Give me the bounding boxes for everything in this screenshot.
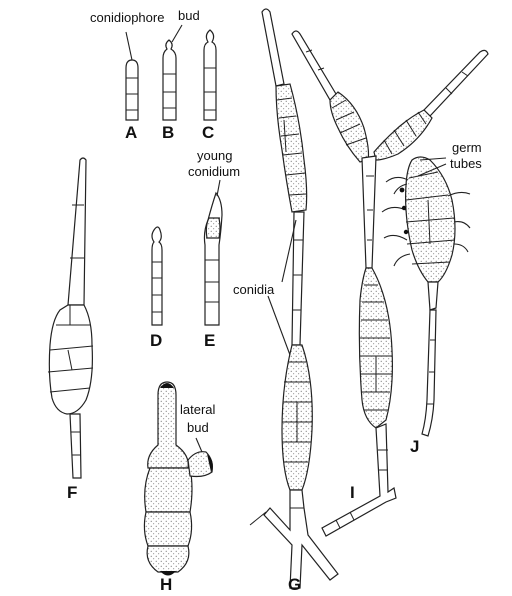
lateral-bud-label-line2: bud bbox=[187, 420, 209, 435]
stage-e-young-conidium bbox=[203, 191, 223, 326]
young-conidium-pointer bbox=[216, 179, 221, 197]
letter-b: B bbox=[162, 123, 174, 142]
young-conidium-label-line1: young bbox=[197, 148, 232, 163]
conidiophore-pointer bbox=[125, 31, 133, 61]
conidiophore-label: conidiophore bbox=[90, 10, 164, 25]
lateral-bud-label-line1: lateral bbox=[180, 402, 216, 417]
stage-i-branched-chain bbox=[291, 30, 489, 537]
letter-e: E bbox=[204, 331, 215, 350]
letter-j: J bbox=[410, 437, 419, 456]
lateral-bud-pointer bbox=[195, 437, 203, 453]
conidia-pointers bbox=[267, 219, 297, 356]
letter-g: G bbox=[288, 575, 301, 594]
stage-f-mature-conidium bbox=[47, 157, 94, 479]
stage-h-conidium-lateral-bud bbox=[143, 381, 213, 576]
germ-tubes-pointers bbox=[417, 157, 447, 177]
young-conidium-label-line2: conidium bbox=[188, 164, 240, 179]
letter-h: H bbox=[160, 575, 172, 594]
bud-label: bud bbox=[178, 8, 200, 23]
stage-j-germinating-conidium bbox=[381, 156, 471, 437]
stage-a-conidiophore bbox=[125, 59, 139, 121]
letter-d: D bbox=[150, 331, 162, 350]
conidia-label: conidia bbox=[233, 282, 275, 297]
bud-pointer bbox=[171, 24, 183, 43]
stage-c-conidiophore-with-bud bbox=[203, 29, 217, 121]
stage-d-young-conidium bbox=[151, 226, 163, 326]
letter-a: A bbox=[125, 123, 137, 142]
letter-c: C bbox=[202, 123, 214, 142]
letter-f: F bbox=[67, 483, 77, 502]
germ-tubes-label-line1: germ bbox=[452, 140, 482, 155]
letter-i: I bbox=[350, 483, 355, 502]
stage-b-bud bbox=[162, 39, 177, 121]
germ-tubes-label-line2: tubes bbox=[450, 156, 482, 171]
stage-g-conidial-chain bbox=[249, 8, 339, 589]
